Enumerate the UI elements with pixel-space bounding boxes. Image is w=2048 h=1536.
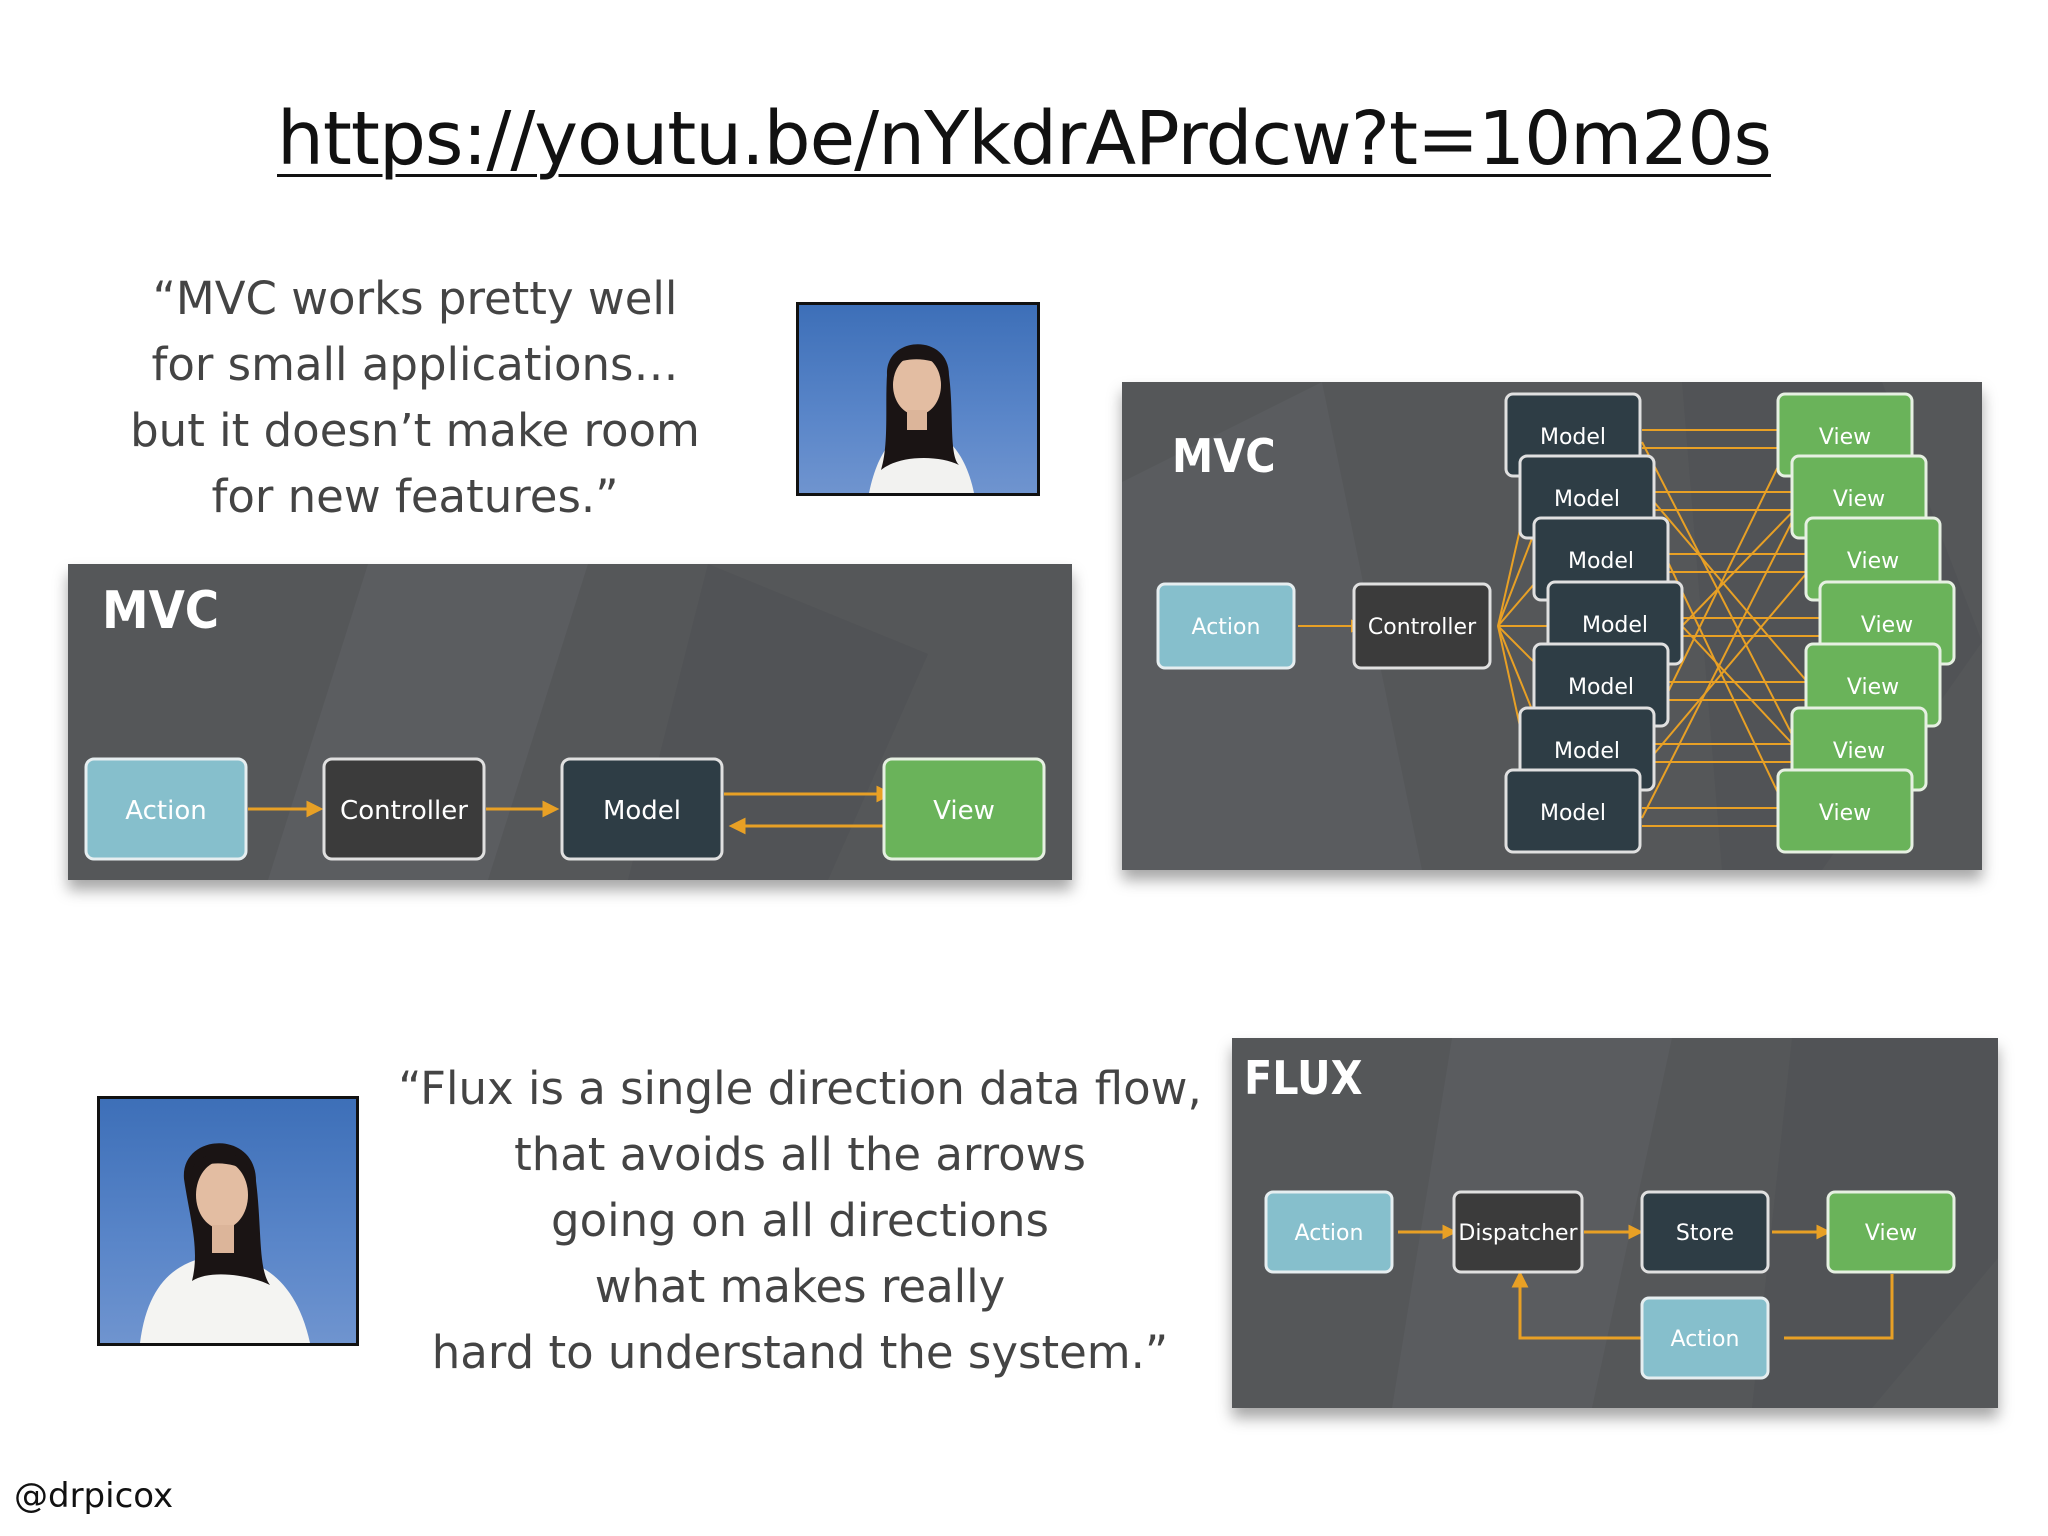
model-label: Model (603, 796, 681, 826)
store-label: Store (1676, 1221, 1734, 1246)
view-label: View (1819, 801, 1871, 826)
quote-line: but it doesn’t make room (130, 404, 700, 457)
quote-line: for small applications… (151, 338, 679, 391)
model-label: Model (1568, 675, 1634, 700)
quote-line: what makes really (594, 1260, 1006, 1313)
speaker-photo-2 (97, 1096, 359, 1346)
view-label: View (1833, 739, 1885, 764)
quote-line: hard to understand the system.” (431, 1326, 1169, 1379)
dispatcher-label: Dispatcher (1458, 1221, 1578, 1246)
view-label: View (1861, 613, 1913, 638)
model-label: Model (1554, 739, 1620, 764)
panel-title: FLUX (1244, 1051, 1363, 1105)
mvc-simple-diagram: MVC Action Controller Model View (68, 564, 1072, 880)
action-label: Action (125, 796, 206, 826)
speaker-photo (796, 302, 1040, 496)
model-label: Model (1540, 801, 1606, 826)
model-label: Model (1540, 425, 1606, 450)
action-label: Action (1192, 615, 1261, 640)
store-node (1640, 1190, 1770, 1274)
model-label: Model (1568, 549, 1634, 574)
flux-diagram: FLUX Action Dispatcher Store View Action (1232, 1038, 1998, 1408)
view-node (1776, 768, 1914, 854)
view-label: View (1833, 487, 1885, 512)
mvc-complex-diagram: MVC (1122, 382, 1982, 870)
model-label: Model (1582, 613, 1648, 638)
controller-label: Controller (1368, 615, 1477, 640)
panel-title: MVC (102, 581, 219, 641)
action-label: Action (1295, 1221, 1364, 1246)
quote-line: going on all directions (551, 1194, 1049, 1247)
action-node (1156, 582, 1296, 670)
quote-flux: “Flux is a single direction data flow, t… (380, 1056, 1220, 1386)
author-handle: @drpicox (14, 1476, 174, 1516)
controller-node (322, 757, 486, 861)
quote-mvc: “MVC works pretty well for small applica… (115, 266, 715, 530)
action-node-2 (1640, 1296, 1770, 1380)
controller-node (1352, 582, 1492, 670)
action-label-2: Action (1671, 1327, 1740, 1352)
quote-line: “MVC works pretty well (152, 272, 678, 325)
video-link[interactable]: https://youtu.be/nYkdrAPrdcw?t=10m20s (277, 96, 1772, 182)
speaker-illustration (869, 344, 974, 493)
model-node (1504, 768, 1642, 854)
quote-line: “Flux is a single direction data flow, (398, 1062, 1202, 1115)
view-node (1826, 1190, 1956, 1274)
model-label: Model (1554, 487, 1620, 512)
action-node (84, 757, 248, 861)
view-label: View (1847, 675, 1899, 700)
view-node (882, 757, 1046, 861)
view-label: View (1819, 425, 1871, 450)
panel-title: MVC (1172, 429, 1276, 483)
controller-label: Controller (340, 796, 468, 826)
quote-line: that avoids all the arrows (514, 1128, 1086, 1181)
quote-line: for new features.” (211, 470, 619, 523)
speaker-illustration (140, 1143, 310, 1343)
dispatcher-node (1452, 1190, 1584, 1274)
view-label: View (1865, 1221, 1917, 1246)
view-label: View (933, 796, 995, 826)
action-node (1264, 1190, 1394, 1274)
view-label: View (1847, 549, 1899, 574)
model-node (560, 757, 724, 861)
